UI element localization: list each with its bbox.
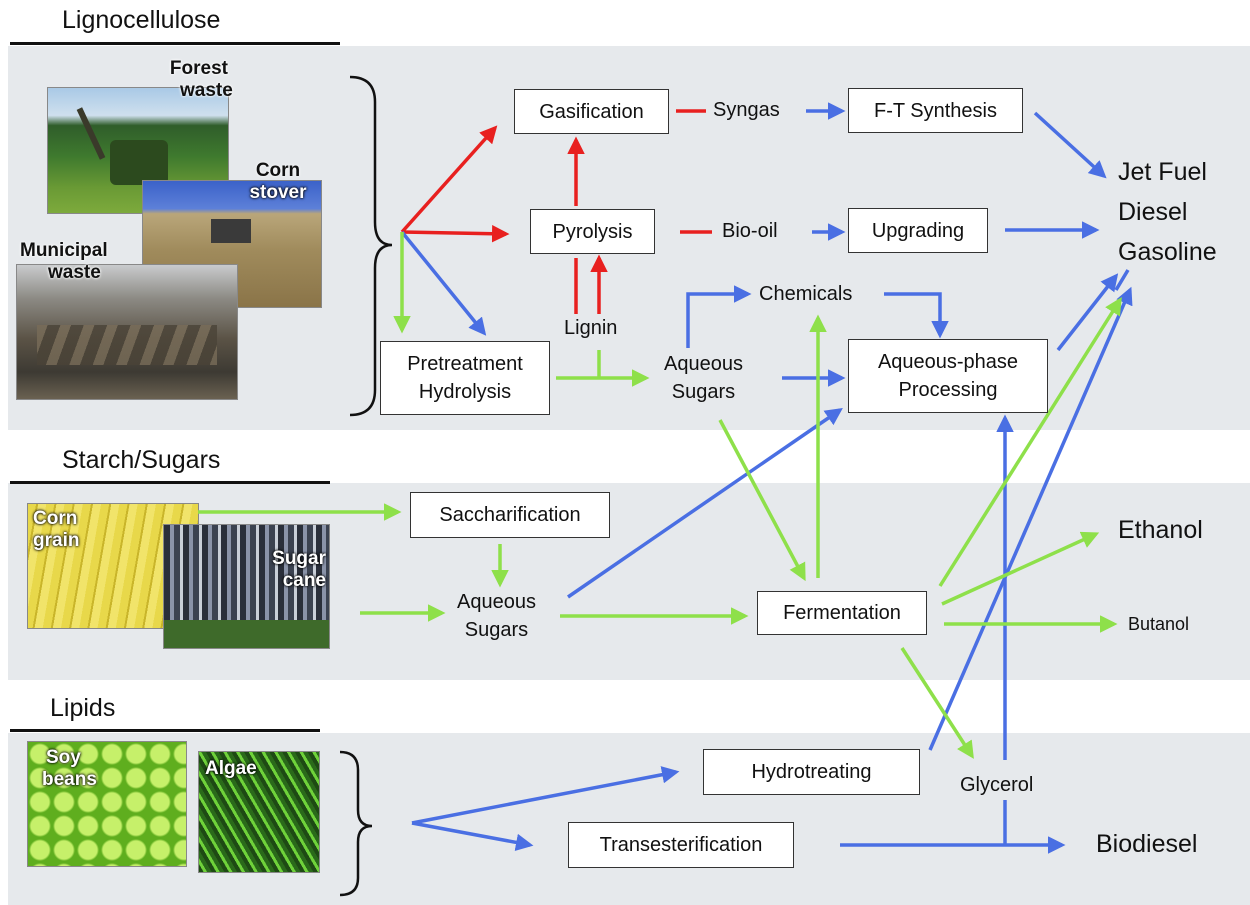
section-title-lipids: Lipids	[50, 694, 116, 722]
pretreatment-hydrolysis-box: Pretreatment Hydrolysis	[380, 341, 550, 415]
arrow-chemicals-aqueous	[884, 292, 949, 339]
corn-stover-label-line2: stover	[249, 182, 307, 203]
soybeans-label: Soy beans	[42, 747, 97, 791]
glycerol-label: Glycerol	[960, 774, 1034, 796]
arrow-hub-pyrolysis	[401, 224, 510, 243]
municipal-label-line1: Municipal	[20, 240, 108, 261]
algae-label: Algae	[205, 758, 257, 779]
arrow-hydrotreating-fuels	[928, 286, 1133, 751]
forest-waste-label: Forest waste	[152, 58, 233, 102]
municipal-waste-label: Municipal waste	[20, 240, 108, 284]
blue-arrows	[400, 102, 1133, 854]
arrow-lipids-transesterification	[411, 821, 534, 852]
upgrading-box: Upgrading	[848, 208, 988, 253]
aqueous-sugars-1-label: Aqueous Sugars	[664, 350, 743, 406]
municipal-label-line2: waste	[48, 262, 101, 283]
sugar-cane-photo	[163, 524, 330, 649]
biodiesel-label: Biodiesel	[1096, 830, 1198, 858]
processing-label: Processing	[898, 379, 998, 401]
soybeans-label-line1: Soy	[46, 747, 81, 768]
aqueous-phase-label: Aqueous-phase	[877, 351, 1019, 373]
ethanol-label: Ethanol	[1118, 516, 1203, 544]
soybeans-photo	[27, 741, 187, 867]
corn-grain-label-line2: grain	[33, 530, 80, 551]
lipids-brace	[339, 750, 373, 897]
aqueous-sugars-1-line1: Aqueous	[664, 353, 743, 375]
sugar-cane-label-line1: Sugar	[272, 548, 326, 569]
corn-grain-label-line1: Corn	[33, 508, 78, 529]
arrow-fermentation-fuels	[938, 297, 1122, 587]
arrow-butanol-extra	[1114, 269, 1130, 291]
arrow-hub-gasification	[400, 125, 498, 234]
sugar-cane-label-line2: cane	[282, 570, 326, 591]
syngas-label: Syngas	[713, 99, 780, 121]
saccharification-box: Saccharification	[410, 492, 610, 538]
aqueous-sugars-1-line2: Sugars	[671, 381, 736, 403]
pretreatment-label: Pretreatment	[407, 353, 523, 375]
gasification-box: Gasification	[514, 89, 669, 134]
arrow-sugars2-aqueous-phase	[567, 408, 843, 599]
aqueous-sugars-2-line2: Sugars	[464, 619, 529, 641]
fuels-label: Jet Fuel Diesel Gasoline	[1118, 152, 1217, 272]
diesel-label: Diesel	[1118, 198, 1188, 226]
aqueous-phase-processing-box: Aqueous-phase Processing	[848, 339, 1048, 413]
forest-label-line2: waste	[180, 80, 233, 101]
hydrotreating-box: Hydrotreating	[703, 749, 920, 795]
green-arrows	[198, 232, 1122, 759]
hydrolysis-label: Hydrolysis	[418, 381, 512, 403]
sugar-cane-label: Sugar cane	[256, 548, 326, 592]
section-title-lignocellulose: Lignocellulose	[62, 6, 221, 34]
municipal-waste-photo	[16, 264, 238, 400]
forest-label-line1: Forest	[169, 58, 228, 79]
chemicals-label: Chemicals	[759, 283, 853, 305]
fermentation-box: Fermentation	[757, 591, 927, 635]
arrow-fermentation-ethanol	[941, 531, 1100, 606]
corn-stover-label: Corn stover	[236, 160, 320, 204]
transesterification-box: Transesterification	[568, 822, 794, 868]
arrow-fermentation-glycerol	[900, 647, 974, 759]
arrow-sugars-fermentation	[718, 419, 806, 582]
arrow-sugars-chemicals	[686, 285, 752, 348]
lignin-label: Lignin	[564, 317, 618, 339]
arrow-hub-pretreatment	[400, 230, 487, 336]
section-title-starch: Starch/Sugars	[62, 446, 221, 474]
pyrolysis-box: Pyrolysis	[530, 209, 655, 254]
red-arrows	[400, 109, 712, 314]
arrow-ft-fuels	[1033, 111, 1107, 179]
arrow-lipids-hydrotreating	[411, 766, 680, 825]
ft-synthesis-box: F-T Synthesis	[848, 88, 1023, 133]
section-rule-lipids	[10, 729, 320, 732]
section-rule-lignocellulose	[10, 42, 340, 45]
soybeans-label-line2: beans	[42, 769, 97, 790]
arrow-aqueous-phase-fuels	[1056, 273, 1119, 352]
gasoline-label: Gasoline	[1118, 238, 1217, 266]
aqueous-sugars-2-line1: Aqueous	[457, 591, 536, 613]
corn-grain-label: Corn grain	[33, 508, 79, 552]
lignocellulose-brace	[349, 75, 393, 417]
algae-photo	[198, 751, 320, 873]
jet-fuel-label: Jet Fuel	[1118, 158, 1207, 186]
section-rule-starch	[10, 481, 330, 484]
aqueous-sugars-2-label: Aqueous Sugars	[457, 588, 536, 644]
corn-stover-label-line1: Corn	[255, 160, 301, 181]
bio-oil-label: Bio-oil	[722, 220, 778, 242]
butanol-label: Butanol	[1128, 614, 1190, 634]
